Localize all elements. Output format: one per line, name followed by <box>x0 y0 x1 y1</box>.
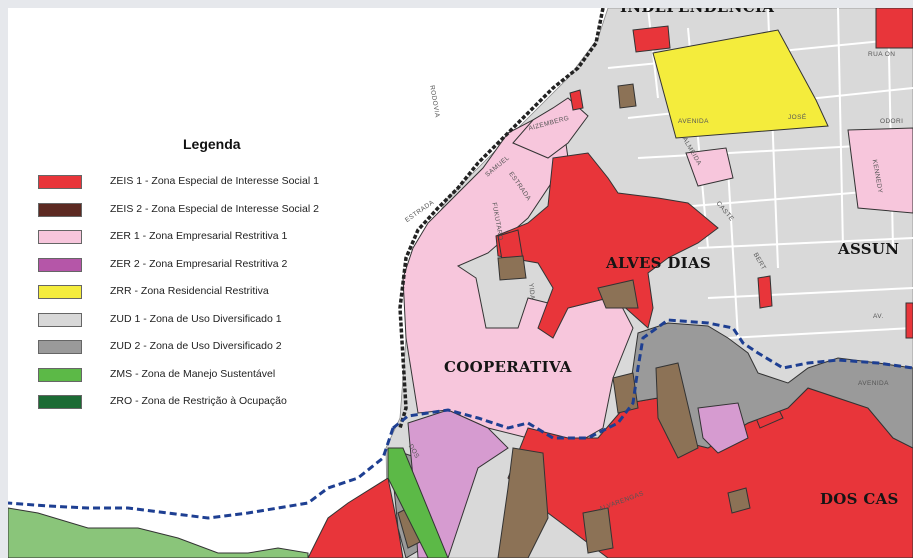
zone-zer2-a <box>697 402 749 454</box>
legend-label: ZRR - Zona Residencial Restritiva <box>110 285 269 297</box>
boundary-black <box>398 8 605 429</box>
legend-swatch <box>38 230 82 244</box>
place-assun: ASSUN <box>838 240 900 258</box>
legend-label: ZRO - Zona de Restrição à Ocupação <box>110 395 287 407</box>
legend-label: ZEIS 2 - Zona Especial de Interesse Soci… <box>110 202 319 215</box>
legend-swatch <box>38 395 82 409</box>
zone-zeis1-east2 <box>757 275 773 309</box>
street-label-jose: JOSÉ <box>788 114 807 121</box>
street-label-rua-on: RUA ON <box>868 51 896 58</box>
zone-zeis1-ne <box>875 8 913 49</box>
place-dos-cas: DOS CAS <box>820 490 899 508</box>
legend-item: ZER 1 - Zona Empresarial Restritiva 1 <box>38 229 398 247</box>
legend-label: ZER 1 - Zona Empresarial Restritiva 1 <box>110 230 288 242</box>
legend-swatch <box>38 202 82 217</box>
legend-title: Legenda <box>183 136 241 152</box>
legend-label: ZUD 1 - Zona de Uso Diversificado 1 <box>110 312 282 325</box>
zone-zer1-ne <box>847 127 913 214</box>
zone-zms-strip <box>387 447 449 558</box>
legend-label: ZUD 2 - Zona de Uso Diversificado 2 <box>110 340 282 352</box>
legend-item: ZEIS 2 - Zona Especial de Interesse Soci… <box>38 202 398 220</box>
legend-item: ZMS - Zona de Manejo Sustentável <box>38 367 398 385</box>
place-top-cut: INDEPENDENCIA <box>620 8 774 16</box>
map-canvas <box>8 8 913 558</box>
legend-swatch <box>38 175 82 189</box>
boundary-blue-south <box>8 427 395 520</box>
legend-swatch <box>38 340 82 354</box>
legend-label: ZEIS 1 - Zona Especial de Interesse Soci… <box>110 175 319 187</box>
zone-zer1-mid <box>685 147 734 187</box>
legend-item: ZEIS 1 - Zona Especial de Interesse Soci… <box>38 174 398 192</box>
legend-swatch <box>38 367 82 382</box>
legend-swatch <box>38 285 82 299</box>
zone-zeis1-east1 <box>905 302 913 339</box>
zone-zeis1-star <box>495 152 719 339</box>
street-label-avenida-2: AVENIDA <box>858 380 889 387</box>
legend-item: ZRO - Zona de Restrição à Ocupação <box>38 394 398 412</box>
street-label-odori: ODORI <box>880 118 904 125</box>
street-label-av: AV. <box>873 313 884 320</box>
legend-label: ZER 2 - Zona Empresarial Restritiva 2 <box>110 257 288 270</box>
legend-swatch <box>38 312 82 327</box>
legend-item: ZUD 1 - Zona de Uso Diversificado 1 <box>38 312 398 330</box>
legend-item: ZER 2 - Zona Empresarial Restritiva 2 <box>38 257 398 275</box>
street-label-yida: YIDA <box>527 282 536 301</box>
legend-label: ZMS - Zona de Manejo Sustentável <box>110 367 276 380</box>
legend-swatch <box>38 257 82 272</box>
legend-item: ZUD 2 - Zona de Uso Diversificado 2 <box>38 339 398 357</box>
zoning-map[interactable]: RODOVIA AIZEMBERG SAMUEL ESTRADA ESTRADA… <box>8 8 913 558</box>
zone-zeis1-top <box>632 25 671 53</box>
zone-zrr <box>652 29 829 139</box>
zone-zeis1-sw <box>307 477 404 558</box>
place-cooperativa: COOPERATIVA <box>444 358 572 376</box>
zone-zeis1-tiny <box>569 89 584 111</box>
legend-item: ZRR - Zona Residencial Restritiva <box>38 284 398 302</box>
zone-zms-west <box>8 507 309 558</box>
place-alves-dias: ALVES DIAS <box>606 254 712 272</box>
street-label-avenida-1: AVENIDA <box>678 118 709 125</box>
